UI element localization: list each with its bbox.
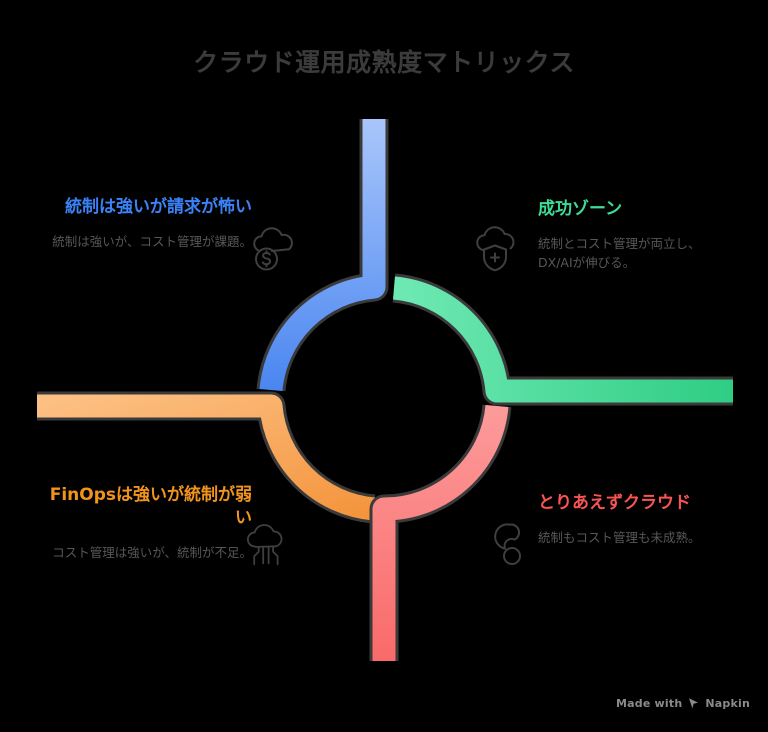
segment-top-left-fill [259, 119, 386, 392]
quadrant-bottom-right-title: とりあえずクラウド [538, 493, 691, 513]
quadrant-top-right-body: 統制とコスト管理が両立し、DX/AIが伸びる。 [538, 235, 701, 271]
segment-bottom-left-fill [37, 394, 376, 521]
segment-bottom-left[interactable] [37, 391, 376, 524]
quadrant-bottom-right-body: 統制もコスト管理も未成熟。 [538, 529, 701, 545]
made-with-napkin-footer[interactable]: Made with Napkin [616, 697, 750, 710]
quadrant-bottom-left[interactable]: FinOpsは強いが統制が弱い コスト管理は強いが、統制が不足。 [40, 484, 252, 562]
quadrant-top-left-title: 統制は強いが請求が怖い [65, 197, 252, 217]
connected-nodes-icon [482, 518, 536, 572]
napkin-logo-icon [689, 698, 699, 709]
segment-top-right-fill [392, 276, 733, 403]
cloud-shield-icon [468, 226, 522, 280]
segment-top-left[interactable] [256, 119, 389, 392]
quadrant-top-right[interactable]: 成功ゾーン 統制とコスト管理が両立し、DX/AIが伸びる。 [538, 198, 722, 273]
quadrant-top-left-body: 統制は強いが、コスト管理が課題。 [52, 233, 252, 249]
quadrant-top-left[interactable]: 統制は強いが請求が怖い 統制は強いが、コスト管理が課題。 [40, 196, 252, 251]
footer-brand-label: Napkin [705, 697, 750, 710]
quadrant-bottom-right[interactable]: とりあえずクラウド 統制もコスト管理も未成熟。 [538, 492, 738, 547]
quadrant-bottom-left-title: FinOpsは強いが統制が弱い [49, 485, 252, 528]
segment-bottom-right-fill [372, 404, 509, 661]
footer-made-with-label: Made with [616, 697, 683, 710]
quadrant-top-right-title: 成功ゾーン [538, 199, 623, 219]
cloud-circuit-icon [238, 522, 292, 576]
cloud-dollar-icon [248, 226, 302, 280]
quadrant-bottom-left-body: コスト管理は強いが、統制が不足。 [52, 544, 252, 560]
segment-top-right[interactable] [392, 273, 733, 406]
segment-bottom-right[interactable] [369, 404, 512, 661]
page-title: クラウド運用成熟度マトリックス [193, 48, 575, 77]
